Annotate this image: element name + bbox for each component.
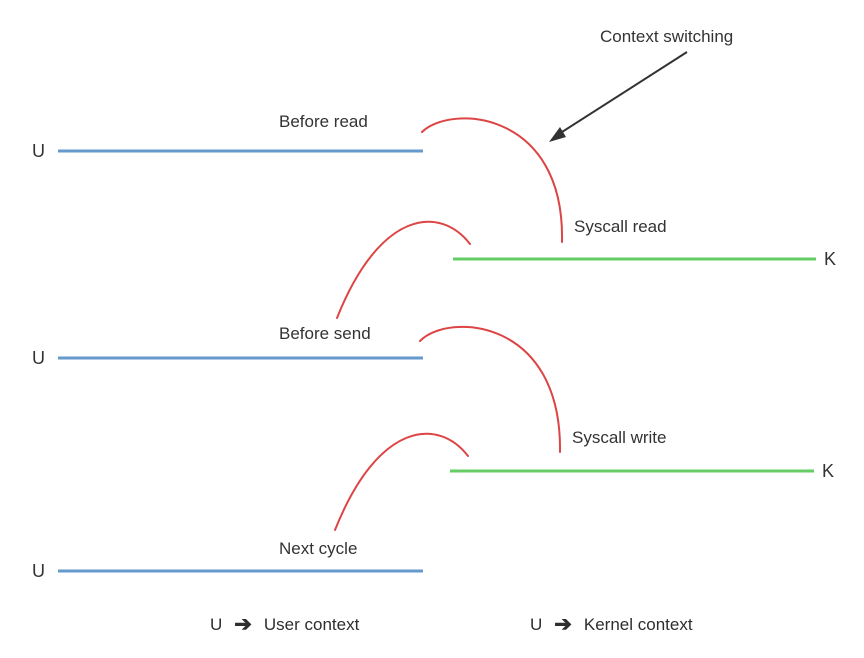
kernel-marker-1: K — [824, 249, 837, 269]
right-arrow-icon: ➔ — [234, 613, 252, 636]
user-marker-3: U — [32, 561, 45, 581]
user-marker-1: U — [32, 141, 45, 161]
switch-arc-return-1 — [336, 220, 471, 319]
user-marker-2: U — [32, 348, 45, 368]
right-arrow-icon: ➔ — [554, 613, 572, 636]
switch-arc-write — [419, 325, 562, 453]
label-syscall-write: Syscall write — [572, 428, 667, 447]
legend-user-symbol: U — [210, 614, 223, 634]
label-syscall-read: Syscall read — [574, 217, 667, 236]
kernel-marker-2: K — [822, 461, 835, 481]
legend-user-label: User context — [263, 614, 360, 634]
label-before-read: Before read — [279, 112, 368, 131]
legend-kernel-label: Kernel context — [583, 614, 693, 634]
annotation-arrowhead-icon — [549, 127, 566, 142]
switch-arc-read — [421, 117, 564, 243]
annotation-arrow-shaft — [561, 51, 688, 133]
switch-arc-return-2 — [334, 432, 469, 531]
legend-kernel-context: U ➔ Kernel context — [530, 614, 693, 635]
legend-user-context: U ➔ User context — [210, 614, 359, 635]
label-next-cycle: Next cycle — [279, 539, 358, 558]
annotation-context-switching: Context switching — [600, 27, 734, 46]
legend-kernel-symbol: U — [530, 614, 543, 634]
label-before-send: Before send — [279, 324, 371, 343]
